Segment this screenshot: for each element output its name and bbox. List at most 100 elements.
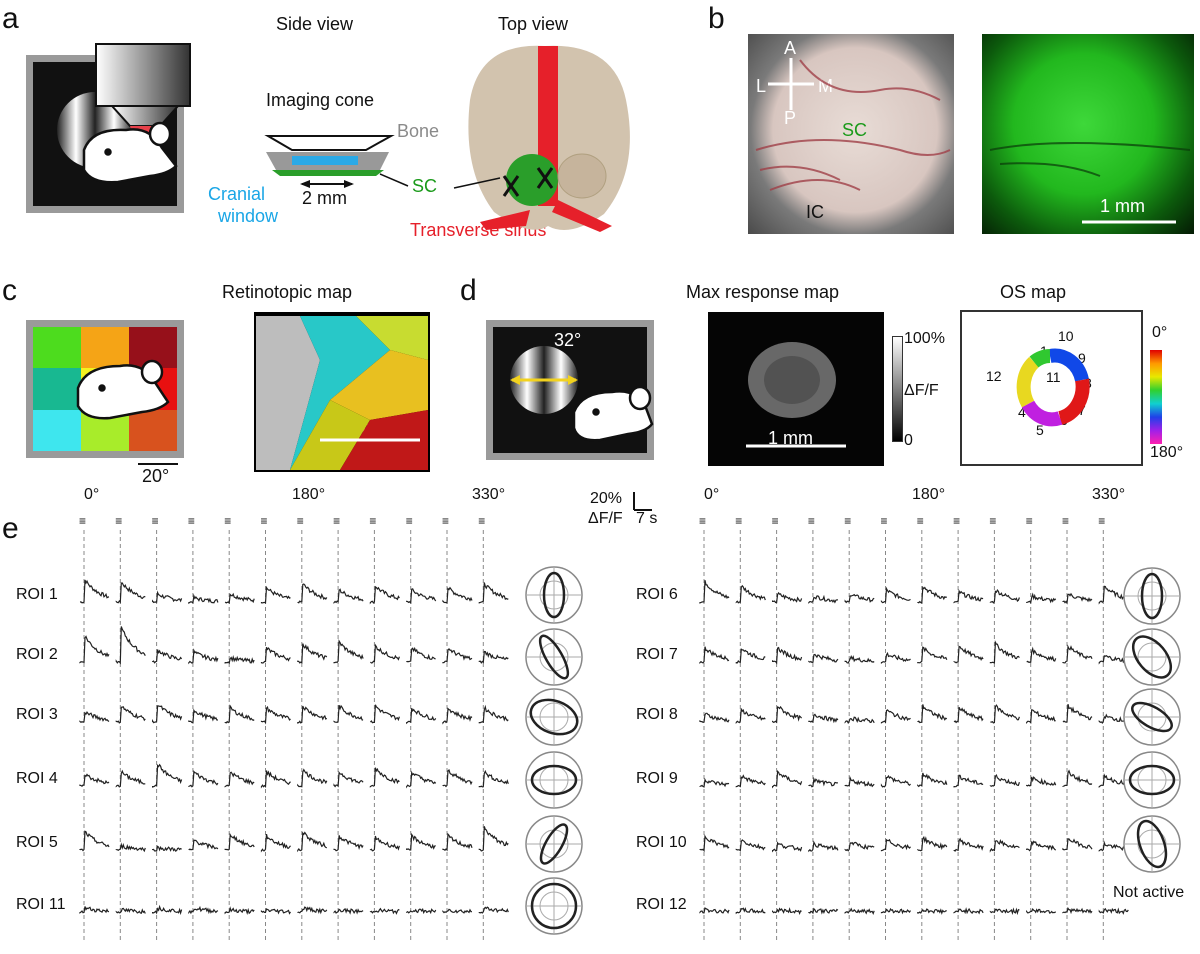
transverse-sinus-label: Transverse sinus xyxy=(410,220,547,240)
roi-trace xyxy=(699,834,730,853)
roi-trace xyxy=(880,651,911,665)
roi-trace xyxy=(808,653,839,664)
polar-plot-inner xyxy=(539,702,569,732)
roi-label: ROI 8 xyxy=(636,706,678,723)
roi-trace xyxy=(1062,592,1093,605)
roi-trace xyxy=(115,626,146,665)
roi-label: ROI 12 xyxy=(636,896,687,913)
retinotopy-cell xyxy=(33,368,81,410)
tuning-curve xyxy=(1136,819,1168,869)
polar-plot-outer xyxy=(1123,815,1181,873)
roi-trace xyxy=(772,646,803,665)
os-colorbar xyxy=(1150,350,1162,444)
roi-trace xyxy=(406,770,437,789)
os-roi-number: 11 xyxy=(1046,369,1061,385)
polar-plot-inner xyxy=(1137,702,1167,732)
tuning-curve xyxy=(1140,572,1164,620)
roi-trace xyxy=(1062,838,1093,851)
roi-trace xyxy=(478,826,509,852)
imaging-cone-label: Imaging cone xyxy=(266,90,375,110)
panel-label-c: c xyxy=(2,274,17,307)
os-roi-number: 1 xyxy=(1040,343,1048,359)
roi-trace xyxy=(844,775,875,788)
roi-trace xyxy=(260,833,291,853)
colorbar-bottom-label: 0 xyxy=(904,432,913,449)
roi-trace xyxy=(989,588,1020,604)
roi-trace xyxy=(772,591,803,604)
retinotopy-cell xyxy=(81,368,129,410)
sc-label-b: SC xyxy=(842,120,868,140)
roi-trace xyxy=(880,586,911,604)
roi-trace xyxy=(844,841,875,852)
retinotopy-cell xyxy=(129,327,177,369)
os-roi-number: 7 xyxy=(1078,402,1086,418)
roi-trace xyxy=(260,646,291,664)
roi-trace xyxy=(1062,703,1093,723)
roi-trace xyxy=(115,706,146,724)
direction-grating-icon: ≡ xyxy=(333,514,340,528)
roi-trace xyxy=(369,835,400,852)
direction-grating-icon: ≡ xyxy=(1026,514,1033,528)
fluorescence-photo xyxy=(982,34,1194,234)
direction-grating-icon: ≡ xyxy=(699,514,706,528)
roi-trace xyxy=(953,774,984,788)
roi-label: ROI 5 xyxy=(16,834,58,851)
scale-y-unit: ΔF/F xyxy=(588,510,623,527)
roi-trace xyxy=(152,763,183,788)
retinotopy-cell xyxy=(81,327,129,369)
direction-grating-icon: ≡ xyxy=(152,514,159,528)
roi-trace xyxy=(224,704,255,724)
colorbar-top-label: 100% xyxy=(904,330,945,347)
roi-trace xyxy=(188,593,219,605)
left-deg-180: 180° xyxy=(292,486,326,503)
roi-trace xyxy=(478,906,509,914)
roi-trace xyxy=(188,770,219,788)
roi-trace xyxy=(188,648,219,665)
roi-trace xyxy=(1026,840,1057,852)
roi-trace xyxy=(442,707,473,725)
roi-label: ROI 3 xyxy=(16,706,58,723)
roi-label: ROI 2 xyxy=(16,646,58,663)
scale-2mm-label: 2 mm xyxy=(302,188,347,208)
scale-label-b: 1 mm xyxy=(1100,196,1145,216)
direction-grating-icon: ≡ xyxy=(478,514,485,528)
retinotopy-cell xyxy=(129,409,177,451)
polar-plot-inner xyxy=(1137,581,1167,611)
right-deg-330: 330° xyxy=(1092,486,1126,503)
os-roi-number: 3 xyxy=(1018,381,1026,397)
roi-label: ROI 7 xyxy=(636,646,678,663)
roi-trace xyxy=(917,646,948,664)
roi-trace xyxy=(808,776,839,788)
roi-trace xyxy=(917,772,948,788)
roi-trace xyxy=(1062,906,1093,915)
tuning-curve xyxy=(542,571,566,619)
direction-grating-icon: ≡ xyxy=(1098,514,1105,528)
roi-trace xyxy=(333,770,364,788)
roi-trace xyxy=(917,585,948,604)
retinotopic-map-title: Retinotopic map xyxy=(222,282,353,302)
roi-trace xyxy=(260,705,291,725)
grating-angle-label: 32° xyxy=(554,330,582,350)
os-roi-number: 6 xyxy=(1060,412,1068,428)
roi-trace xyxy=(442,832,473,852)
roi-trace xyxy=(844,593,875,604)
roi-trace xyxy=(188,839,219,851)
panel-label-a: a xyxy=(2,2,19,35)
direction-grating-icon: ≡ xyxy=(369,514,376,528)
direction-grating-icon: ≡ xyxy=(772,514,779,528)
os-roi-number: 9 xyxy=(1078,350,1086,366)
direction-grating-icon: ≡ xyxy=(79,514,86,528)
roi-trace xyxy=(224,592,255,605)
tuning-curve xyxy=(530,764,578,796)
side-view-title: Side view xyxy=(276,14,354,34)
polar-plot-outer xyxy=(525,877,583,935)
roi-trace xyxy=(953,837,984,852)
roi-trace xyxy=(808,594,838,604)
os-roi-number: 8 xyxy=(1084,375,1092,391)
roi-trace xyxy=(844,654,875,664)
direction-grating-icon: ≡ xyxy=(735,514,742,528)
side-view-diagram xyxy=(264,135,409,188)
roi-trace xyxy=(79,579,110,604)
roi-trace xyxy=(79,635,110,664)
roi-trace xyxy=(880,709,911,724)
